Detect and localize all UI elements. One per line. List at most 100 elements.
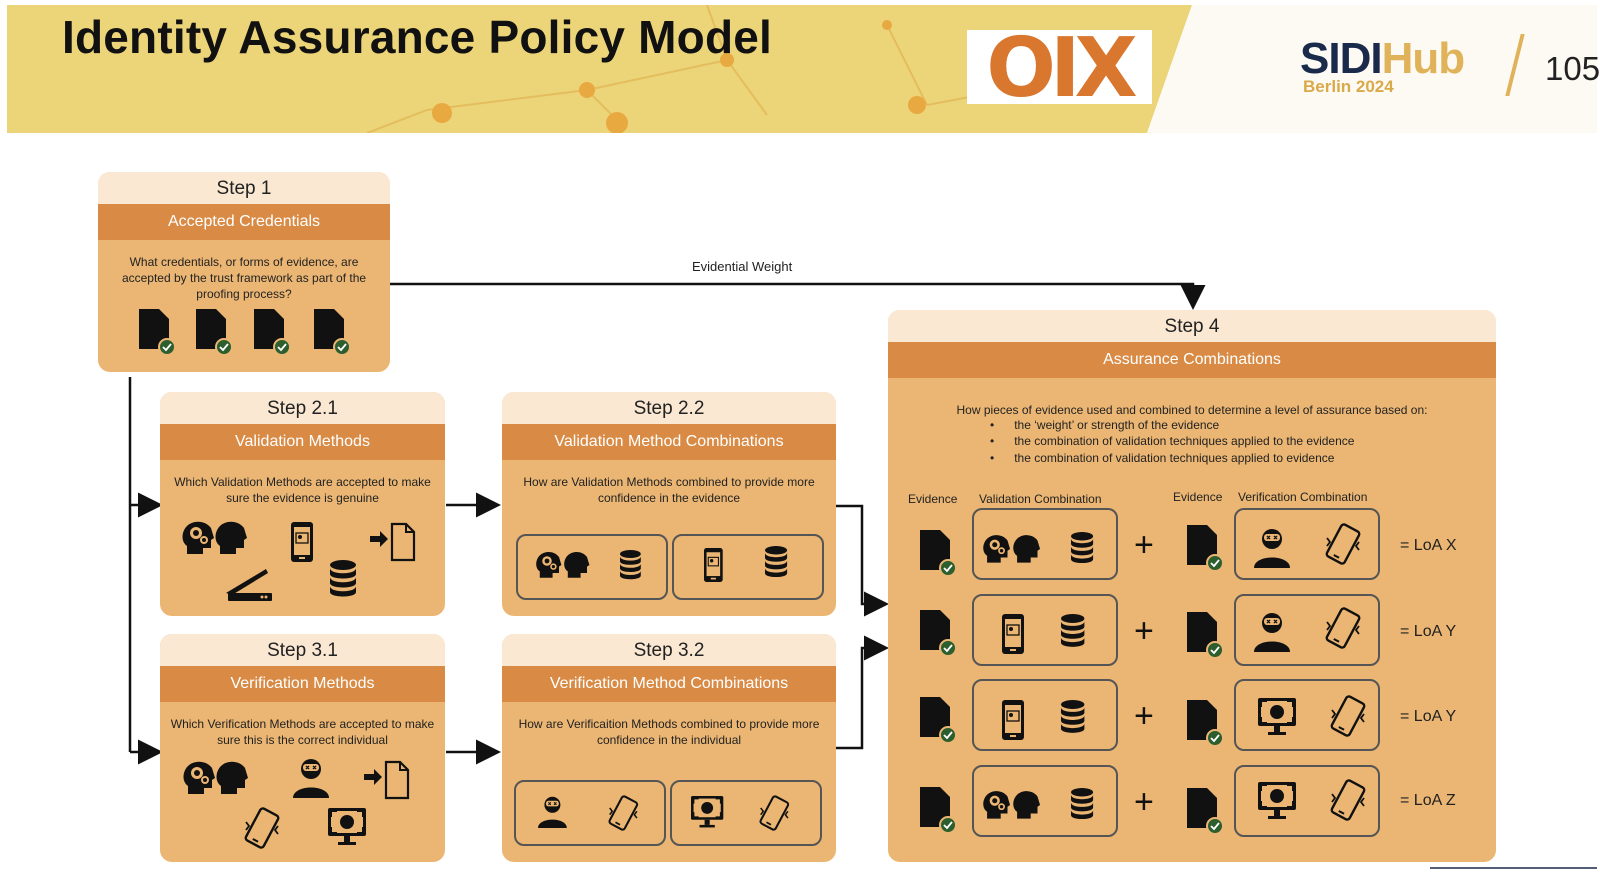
step21-description: Which Validation Methods are accepted to… xyxy=(174,475,431,505)
person-mask-icon xyxy=(538,796,567,828)
step21-box: Step 2.1 Validation Methods Which Valida… xyxy=(160,392,445,616)
scanner-icon xyxy=(226,569,272,601)
step21-number: Step 2.1 xyxy=(160,392,445,424)
database-icon xyxy=(1071,532,1094,564)
row2-loa: = LoA Y xyxy=(1400,623,1457,640)
column-header-validation: Validation Combination xyxy=(979,492,1102,506)
sidi-logo-text: SIDI xyxy=(1300,34,1383,83)
head-icon xyxy=(215,521,247,554)
step4-intro: How pieces of evidence used and combined… xyxy=(956,403,1428,417)
phone-vibrate-icon xyxy=(1325,523,1361,565)
step4-title: Assurance Combinations xyxy=(888,342,1496,378)
document-check-icon xyxy=(196,309,233,356)
phone-vibrate-icon xyxy=(1330,695,1366,737)
database-icon xyxy=(1061,700,1085,733)
database-icon xyxy=(620,550,641,580)
phone-vibrate-icon xyxy=(608,795,639,831)
step31-title: Verification Methods xyxy=(160,666,445,702)
row4-verification-combo xyxy=(1234,765,1380,837)
step4-bullet-1: • the ‘weight’ or strength of the eviden… xyxy=(990,418,1220,432)
verification-combo-2 xyxy=(670,780,822,846)
document-check-icon xyxy=(1187,788,1224,835)
step4-number: Step 4 xyxy=(888,310,1496,342)
step1-description: What credentials, or forms of evidence, … xyxy=(121,255,367,301)
row1-verification-combo xyxy=(1234,508,1380,580)
column-header-evidence-2: Evidence xyxy=(1173,490,1223,504)
svg-text:OIX: OIX xyxy=(986,30,1136,104)
sidi-hub-logo: SIDIHub xyxy=(1300,34,1466,84)
row1-validation-combo xyxy=(972,508,1118,580)
document-check-icon xyxy=(920,610,957,657)
oix-logo: OIX xyxy=(967,21,1152,116)
person-mask-icon xyxy=(293,759,329,798)
validation-combo-2 xyxy=(672,534,824,600)
row3-loa: = LoA Y xyxy=(1400,708,1457,725)
step22-description: How are Validation Methods combined to p… xyxy=(523,475,815,505)
person-mask-icon xyxy=(1254,529,1290,568)
phone-id-icon xyxy=(704,548,723,582)
step32-description: How are Verificaition Methods combined t… xyxy=(518,717,820,747)
head-icon xyxy=(1013,535,1041,563)
row3-verification-combo xyxy=(1234,679,1380,751)
monitor-face-icon xyxy=(1258,782,1296,819)
arrow-document-icon xyxy=(364,760,410,800)
step4-bullet-2: • the combination of validation techniqu… xyxy=(990,434,1355,448)
arrow-document-icon xyxy=(370,522,416,562)
phone-id-icon xyxy=(1002,700,1024,740)
person-mask-icon xyxy=(1254,613,1290,652)
step4-bullet-3: • the combination of validation techniqu… xyxy=(990,451,1335,465)
database-icon xyxy=(1061,614,1085,647)
document-check-icon xyxy=(1187,700,1224,747)
head-gears-icon xyxy=(183,761,215,794)
document-check-icon xyxy=(1187,525,1224,572)
document-check-icon xyxy=(139,309,176,356)
monitor-face-icon xyxy=(328,808,366,845)
phone-vibrate-icon xyxy=(759,795,790,831)
database-icon xyxy=(330,560,356,597)
head-icon xyxy=(564,551,590,578)
phone-id-icon xyxy=(1002,614,1024,654)
banner-background xyxy=(7,5,1597,133)
hub-logo-text: Hub xyxy=(1381,34,1466,83)
header-banner xyxy=(7,5,1597,133)
arrow-step32-to-step4 xyxy=(836,635,889,750)
step4-box: Step 4 Assurance Combinations How pieces… xyxy=(888,310,1496,862)
phone-vibrate-icon xyxy=(1330,779,1366,821)
verification-combo-1 xyxy=(514,780,666,846)
head-gears-icon xyxy=(983,535,1011,563)
head-gears-icon xyxy=(983,791,1011,819)
monitor-face-icon xyxy=(1258,698,1296,735)
step1-box: Step 1 Accepted Credentials What credent… xyxy=(98,172,390,372)
step31-number: Step 3.1 xyxy=(160,634,445,666)
monitor-face-icon xyxy=(691,796,724,828)
row2-verification-combo xyxy=(1234,594,1380,666)
database-icon xyxy=(765,546,788,578)
page-title: Identity Assurance Policy Model xyxy=(62,11,773,63)
step1-title: Accepted Credentials xyxy=(98,204,390,240)
step4-bullet-2-text: the combination of validation techniques… xyxy=(1014,434,1355,448)
evidential-weight-label: Evidential Weight xyxy=(692,259,793,274)
column-header-verification: Verification Combination xyxy=(1238,490,1368,504)
document-check-icon xyxy=(920,787,957,834)
database-icon xyxy=(1071,788,1094,820)
step31-box: Step 3.1 Verification Methods Which Veri… xyxy=(160,634,445,862)
head-icon xyxy=(216,761,248,794)
validation-combo-1 xyxy=(516,534,668,600)
phone-vibrate-icon xyxy=(1325,607,1361,649)
row2-plus: + xyxy=(1134,612,1154,650)
row1-plus: + xyxy=(1134,526,1154,564)
row2-validation-combo xyxy=(972,594,1118,666)
column-header-evidence: Evidence xyxy=(908,492,958,506)
step32-number: Step 3.2 xyxy=(502,634,836,666)
head-gears-icon xyxy=(182,521,214,554)
row4-validation-combo xyxy=(972,765,1118,837)
step22-box: Step 2.2 Validation Method Combinations … xyxy=(502,392,836,616)
phone-id-icon xyxy=(291,522,313,562)
step31-description: Which Verification Methods are accepted … xyxy=(170,717,435,747)
document-check-icon xyxy=(1187,612,1224,659)
document-check-icon xyxy=(254,309,291,356)
head-gears-icon xyxy=(536,551,562,578)
row3-plus: + xyxy=(1134,697,1154,735)
evidential-weight-arrow xyxy=(390,282,1206,310)
